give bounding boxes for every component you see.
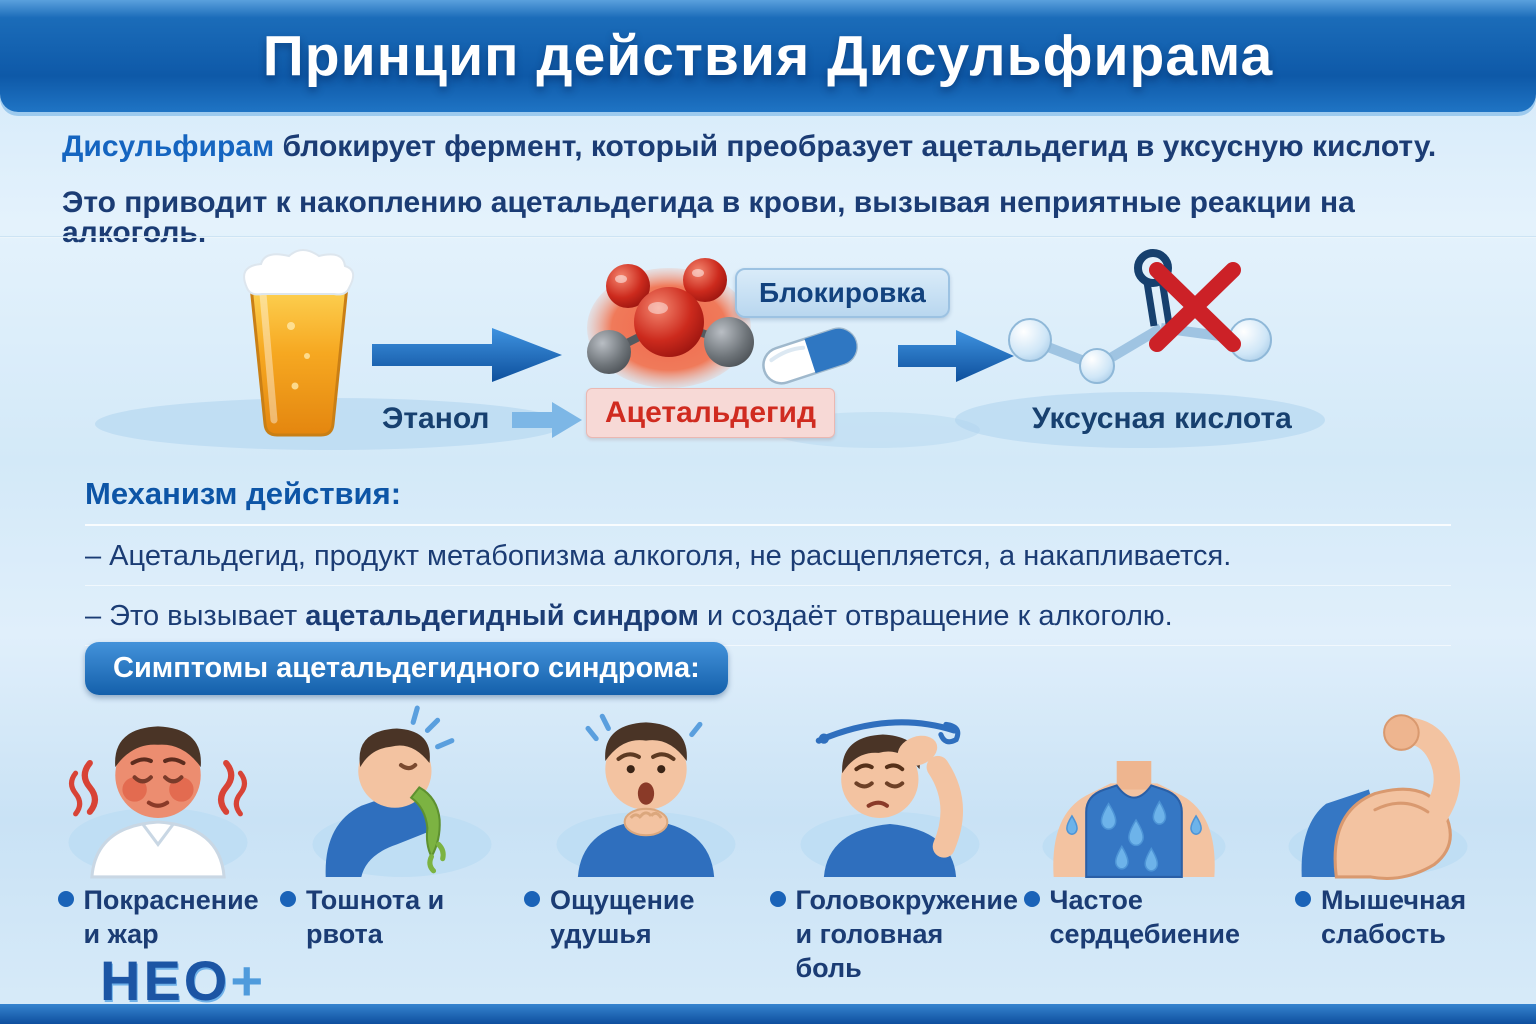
ethanol-label: Этанол [382,402,490,435]
symptoms-row: Покраснение и жар Тошнота и рвота [36,702,1500,985]
sweat-drops [1066,800,1202,872]
mechanism-section: Механизм действия: – Ацетальдегид, проду… [0,476,1536,646]
intro-section: Дисульфирам блокирует фермент, который п… [0,132,1536,274]
vomiting-icon [312,705,492,877]
acetaldehyde-molecule-icon [587,258,754,388]
symptom-choking: Ощущение удушья [524,702,768,985]
symptom-label: Мышечная слабость [1295,884,1466,952]
intro-line-1: Дисульфирам блокирует фермент, который п… [62,132,1474,162]
process-diagram: Блокировка [0,240,1536,475]
symptom-flushing: Покраснение и жар [36,702,280,985]
intro-line-1-rest: блокирует фермент, который преобразует а… [274,130,1437,163]
intro-line-2: Это приводит к накоплению ацетальдегида … [62,186,1355,249]
acetaldehyde-label: Ацетальдегид [586,388,835,438]
bullet-2-suffix: и создаёт отвращение к алкоголю. [698,600,1173,632]
divider [0,236,1536,238]
symptom-nausea: Тошнота и рвота [280,702,524,985]
symptoms-banner: Симптомы ацетальдегидного синдрома: [85,642,728,695]
bullet-2-bold: ацетальдегидный синдром [305,600,699,632]
bullet-dot-icon [1295,891,1311,907]
arrow-right-icon [372,328,562,382]
mechanism-bullet-1: – Ацетальдегид, продукт метабопизма алко… [85,526,1451,586]
blocking-label: Блокировка [735,268,950,318]
neo-plus-logo: НЕО+ [100,948,266,1013]
mechanism-bullet-2: – Это вызывает ацетальдегидный синдром и… [85,586,1451,646]
small-arrow-right-icon [512,402,582,438]
bullet-2-prefix: – Это вызывает [85,600,306,632]
symptom-weakness: Мышечная слабость [1256,702,1500,985]
acetic-acid-label: Уксусная кислота [1032,402,1292,435]
logo-text: НЕО [100,949,231,1012]
bullet-dot-icon [1023,891,1040,907]
dizziness-icon [800,719,980,877]
red-x-mark [1149,262,1241,352]
header-band: Принцип действия Дисульфирама [0,0,1536,112]
water-pool [955,392,1325,448]
symptom-dizziness: Головокружение и головная боль [768,702,1018,985]
acetic-acid-blocked-icon [1008,249,1272,384]
bullet-dot-icon [769,891,786,907]
flexed-bicep-icon [1288,714,1468,880]
symptom-label: Головокружение и головная боль [769,884,1018,985]
arrow-right-icon [898,330,1014,382]
symptom-label: Частое сердцебиение [1023,884,1245,952]
bullet-dot-icon [57,891,74,907]
page-title: Принцип действия Дисульфирама [262,24,1274,88]
symptom-label: Тошнота и рвота [280,884,524,952]
symptom-label: Ощущение удушья [524,884,768,952]
beer-glass-icon [243,249,355,437]
capsule-pill-icon [762,327,858,385]
choking-icon [556,713,736,877]
symptom-label: Покраснение и жар [57,884,259,952]
bullet-dot-icon [280,891,296,907]
bullet-dot-icon [524,891,540,907]
mechanism-title: Механизм действия: [85,476,1451,526]
drug-name-accent: Дисульфирам [62,130,275,163]
symptom-palpitations: Частое сердцебиение [1012,702,1256,985]
footer-band [0,1004,1536,1024]
logo-plus: + [230,949,267,1012]
sweating-chest-icon [1042,760,1226,878]
flushed-face-icon [68,726,248,879]
